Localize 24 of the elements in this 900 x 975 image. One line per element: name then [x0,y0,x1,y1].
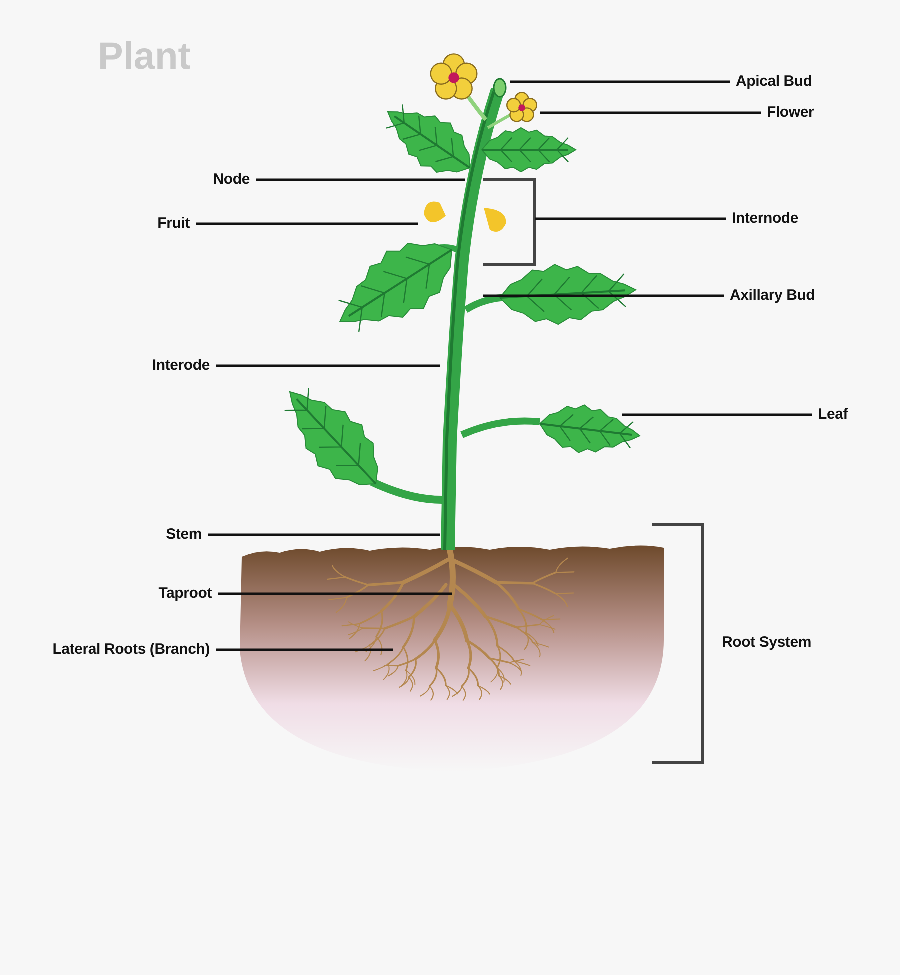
part-label: Stem [160,526,208,544]
leader-line [216,648,393,652]
part-label: Fruit [152,215,196,233]
leader-line [483,294,724,298]
leader-line [256,178,465,182]
leader-line [216,364,440,368]
part-label: Lateral Roots (Branch) [46,641,216,659]
part-label: Axillary Bud [724,287,822,305]
part-label: Taproot [152,585,218,603]
leader-line [622,414,812,416]
part-label: Flower [761,104,820,122]
part-label: Leaf [812,406,854,424]
part-label: Root System [722,634,812,652]
leader-line [510,80,730,84]
leader-line [540,112,761,114]
leader-line [208,534,440,536]
part-label: Internode [726,210,805,228]
leader-line [535,218,726,220]
part-label: Apical Bud [730,73,818,91]
leader-line [218,592,452,596]
part-label: Node [207,171,256,189]
part-label: Interode [146,357,216,375]
bracket [483,178,536,266]
leader-line [196,222,418,226]
